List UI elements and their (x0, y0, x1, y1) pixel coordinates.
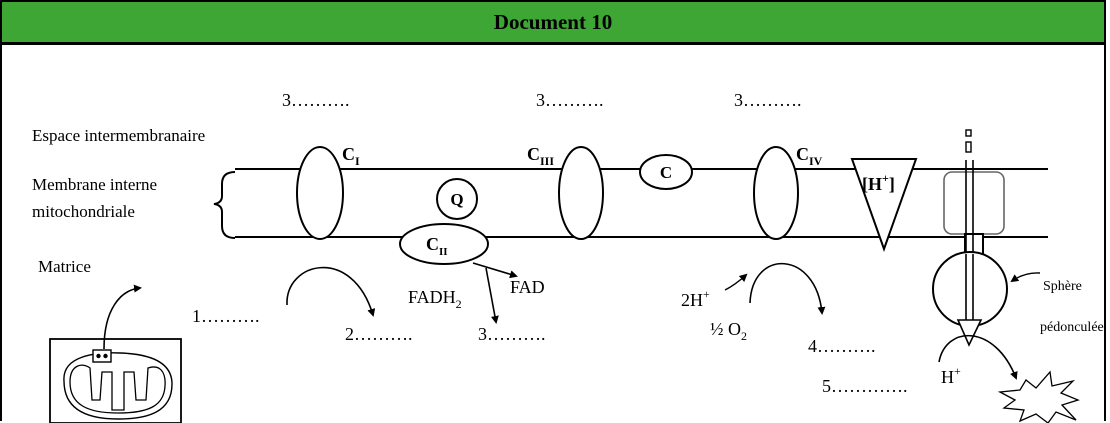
label-espace-intermembranaire: Espace intermembranaire (32, 126, 205, 145)
complex-3-ellipse (558, 146, 604, 240)
blank-3-top-middle: 3………. (536, 90, 604, 110)
cytochrome-c-label: C (660, 163, 672, 182)
two-h-plus-label: 2H+ (681, 287, 710, 310)
complex-2-label: CII (426, 234, 448, 258)
ubiquinone-q-label: Q (450, 190, 463, 209)
label-mitochondriale: mitochondriale (32, 202, 135, 221)
two-h-plus-arrow (724, 273, 748, 291)
half-o2-label: ½ O2 (710, 319, 747, 343)
blank-3-bottom: 3………. (478, 324, 546, 344)
complex-4-label: CIV (796, 144, 823, 168)
complex-1-ellipse (296, 146, 344, 240)
document-title: Document 10 (2, 2, 1104, 45)
mitochondrion-zoom-box (92, 349, 112, 363)
blank-5: 5…………. (822, 376, 908, 396)
complex-1-label: CI (342, 144, 360, 168)
label-membrane-interne: Membrane interne (32, 175, 157, 194)
complex-4-arrow (749, 262, 826, 315)
complex-4-ellipse (753, 146, 799, 240)
atp-synthase-sphere (932, 251, 1008, 327)
ubiquinone-q-circle (436, 178, 478, 220)
zoom-pointer-arrow (103, 284, 142, 350)
fadh2-label: FADH2 (408, 287, 462, 311)
sphere-pedonculee-label-1: Sphère (1043, 279, 1082, 294)
energy-starburst (997, 370, 1080, 423)
blank-3-top-right: 3………. (734, 90, 802, 110)
atp-synthase-block-mid (965, 141, 972, 153)
blank-1: 1………. (192, 306, 260, 326)
label-matrice: Matrice (38, 257, 91, 276)
h-plus-label: H+ (941, 364, 961, 387)
sphere-pedonculee-label-2: pédonculée (1040, 320, 1104, 335)
fad-label: FAD (510, 277, 545, 297)
proton-gradient-label: [H+] (862, 171, 895, 194)
blank-3-top-left: 3………. (282, 90, 350, 110)
complex-2-ellipse (399, 223, 489, 265)
atp-synthase-block-top (965, 129, 972, 137)
proton-gradient-triangle (850, 158, 918, 252)
mitochondrion-cristae (69, 364, 166, 414)
atp-synthase-arrowhead (956, 319, 983, 347)
fadh2-to-fad-arrow (472, 262, 518, 279)
complex-2-down-arrow (485, 267, 499, 324)
sphere-pointer-arrow (1010, 272, 1041, 283)
atp-synthase-output-arrow (938, 334, 1018, 380)
atp-synthase-channel-outline (943, 171, 1005, 235)
blank-2: 2………. (345, 324, 413, 344)
complex-3-label: CIII (527, 144, 554, 168)
zoom-box-dot-left (96, 353, 101, 359)
blank-4: 4………. (808, 336, 876, 356)
membrane-brace (213, 171, 236, 239)
complex-1-arrow (286, 266, 376, 317)
cytochrome-c-ellipse (639, 154, 693, 190)
atp-synthase-stalk (964, 233, 984, 255)
zoom-box-dot-right (103, 353, 108, 359)
